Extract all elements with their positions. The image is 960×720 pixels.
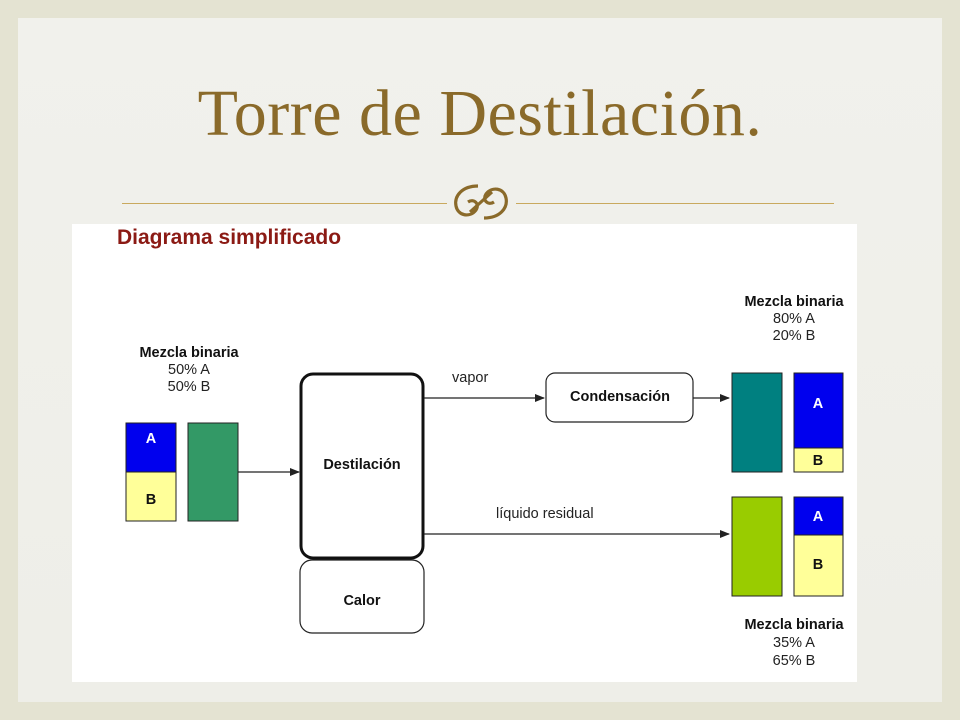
top-component-b-block xyxy=(793,447,844,473)
residual-label: líquido residual xyxy=(496,506,594,522)
bottom-block-a-label: A xyxy=(813,509,824,525)
bottom-mixture-title: Mezcla binaria xyxy=(744,617,844,633)
title-rule-left xyxy=(122,203,447,204)
input-mixture-a-percent: 50% A xyxy=(168,362,210,378)
vapor-label: vapor xyxy=(452,370,488,386)
distillation-box xyxy=(299,372,425,560)
top-block-a-label: A xyxy=(813,396,824,412)
slide-title: Torre de Destilación. xyxy=(197,77,763,150)
distillation-label: Destilación xyxy=(323,457,400,473)
input-mixture-b-percent: 50% B xyxy=(168,379,211,395)
bottom-mixture-b-percent: 65% B xyxy=(773,653,816,669)
bottom-component-b-block xyxy=(793,534,844,597)
top-mixture-title: Mezcla binaria xyxy=(744,294,844,310)
heat-box xyxy=(299,559,425,634)
top-mixture-a-percent: 80% A xyxy=(773,311,815,327)
input-component-a-block xyxy=(125,422,177,473)
input-block-b-label: B xyxy=(146,492,156,508)
diagram-heading: Diagrama simplificado xyxy=(117,226,342,249)
input-component-b-block xyxy=(125,471,177,522)
top-mixture-b-percent: 20% B xyxy=(773,328,816,344)
bottom-component-a-block xyxy=(793,496,844,536)
top-block-b-label: B xyxy=(813,453,823,469)
title-rule-right xyxy=(516,203,834,204)
input-mixture-title: Mezcla binaria xyxy=(139,345,239,361)
input-mixture-block xyxy=(187,422,239,522)
top-component-a-block xyxy=(793,372,844,449)
process-diagram: Mezcla binaria 50% A 50% B A B Destilaci… xyxy=(125,294,844,669)
diagram-panel: Diagrama simplificado Mezcla binaria 50%… xyxy=(72,224,857,682)
liquid-mixture-block xyxy=(731,496,783,597)
heat-label: Calor xyxy=(343,593,380,609)
vapor-mixture-block xyxy=(731,372,783,473)
bottom-block-b-label: B xyxy=(813,557,823,573)
input-block-a-label: A xyxy=(146,431,157,447)
swirl-ornament-icon xyxy=(454,184,508,220)
bottom-mixture-a-percent: 35% A xyxy=(773,635,815,651)
condensation-label: Condensación xyxy=(570,389,670,405)
